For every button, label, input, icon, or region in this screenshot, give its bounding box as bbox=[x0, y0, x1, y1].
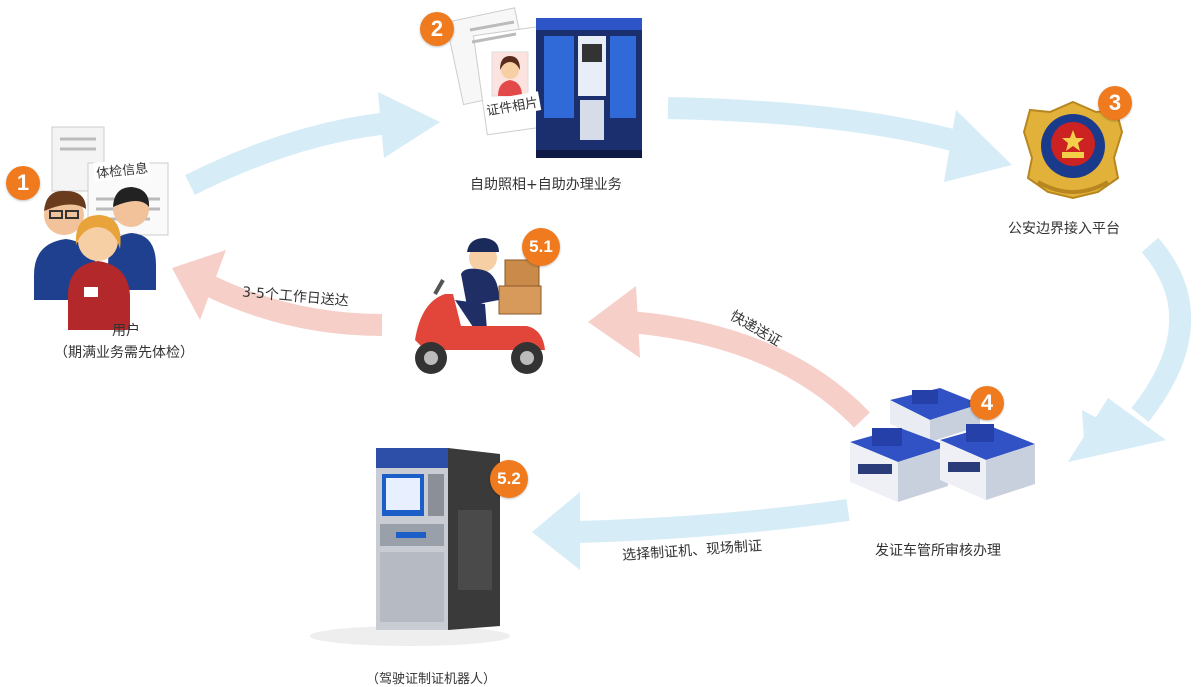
step-5.1-badge: 5.1 bbox=[522, 228, 560, 266]
office-building-icon bbox=[890, 388, 980, 442]
step-5.2-label: （驾驶证制证机器人） bbox=[366, 672, 497, 687]
portrait-photo-icon bbox=[491, 51, 529, 97]
step-4-label: 发证车管所审核办理 bbox=[875, 543, 1001, 559]
arrow-3-to-4 bbox=[1068, 237, 1192, 462]
step-3-badge: 3 bbox=[1098, 86, 1132, 120]
step-1-sublabel: （期满业务需先体检） bbox=[54, 345, 194, 361]
step-2-photo-kiosk bbox=[440, 0, 650, 165]
police-emblem-icon bbox=[1022, 100, 1124, 200]
license-robot-icon bbox=[310, 448, 510, 646]
kiosk-machine-icon bbox=[536, 18, 642, 158]
step-5.2-badge: 5.2 bbox=[490, 460, 528, 498]
kiosk-illustration bbox=[445, 7, 642, 158]
step-2-badge: 2 bbox=[420, 12, 454, 46]
office-buildings-illustration bbox=[850, 388, 1035, 502]
courier-scooter-icon bbox=[415, 238, 545, 374]
arrow-5.1-to-1 bbox=[172, 250, 383, 336]
step-1-label: 用户 bbox=[112, 323, 140, 339]
user-person-icon bbox=[68, 215, 130, 330]
office-building-icon bbox=[850, 428, 948, 502]
users-illustration bbox=[34, 126, 169, 330]
office-building-icon bbox=[940, 424, 1035, 500]
arrow-2-to-3 bbox=[667, 97, 1012, 182]
arrow-1-to-2 bbox=[185, 92, 440, 195]
step-2-label: 自助照相+自助办理业务 bbox=[470, 177, 622, 193]
step-5.1-courier-scooter bbox=[395, 230, 560, 380]
step-5.2-license-robot bbox=[300, 440, 510, 650]
step-4-vehicle-admin-offices bbox=[830, 380, 1045, 520]
step-3-label: 公安边界接入平台 bbox=[1008, 221, 1120, 237]
step-1-badge: 1 bbox=[6, 166, 40, 200]
step-3-police-emblem bbox=[1018, 98, 1128, 202]
arrow-4-to-5.2 bbox=[532, 492, 850, 570]
step-1-users bbox=[0, 115, 200, 335]
step-4-badge: 4 bbox=[970, 386, 1004, 420]
arrow-4-to-5.1 bbox=[588, 286, 870, 428]
